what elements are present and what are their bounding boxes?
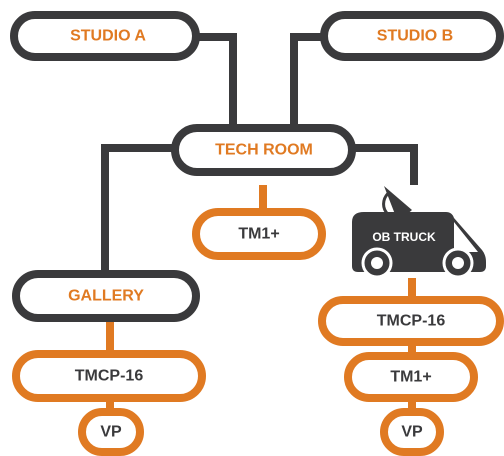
truck-tmcp-label: TMCP-16 [377, 313, 446, 330]
truck-vp-node: VP [380, 408, 444, 456]
studio-a-label: STUDIO A [70, 28, 146, 45]
truck-tm1-node: TM1+ [344, 352, 478, 402]
truck-tmcp-node: TMCP-16 [318, 296, 504, 346]
gallery-vp-label: VP [100, 424, 122, 441]
truck-vp-label: VP [401, 424, 423, 441]
ob-truck-label: OB TRUCK [372, 230, 436, 244]
tech-room-node: TECH ROOM [171, 124, 356, 176]
studio-b-node: STUDIO B [320, 11, 504, 61]
truck-tm1-label: TM1+ [390, 369, 431, 386]
gallery-node: GALLERY [12, 270, 200, 322]
tech-room-label: TECH ROOM [215, 142, 313, 159]
dark-connectors [101, 33, 418, 276]
tech-tm1-node: TM1+ [192, 208, 326, 260]
truck-icon [352, 212, 486, 279]
tech-tm1-label: TM1+ [238, 226, 279, 243]
studio-a-node: STUDIO A [10, 11, 200, 61]
gallery-label: GALLERY [68, 288, 144, 305]
connector-tech-room-ob-truck [350, 144, 418, 185]
studio-b-label: STUDIO B [377, 28, 453, 45]
gallery-tmcp-label: TMCP-16 [75, 368, 144, 385]
connector-studio-b-tech-room [290, 33, 328, 130]
ob-truck-node: OB TRUCK [352, 186, 486, 279]
connector-studio-a-tech-room [196, 33, 237, 130]
connector-tech-room-gallery [101, 144, 177, 276]
gallery-tmcp-node: TMCP-16 [12, 350, 206, 402]
gallery-vp-node: VP [78, 408, 144, 456]
